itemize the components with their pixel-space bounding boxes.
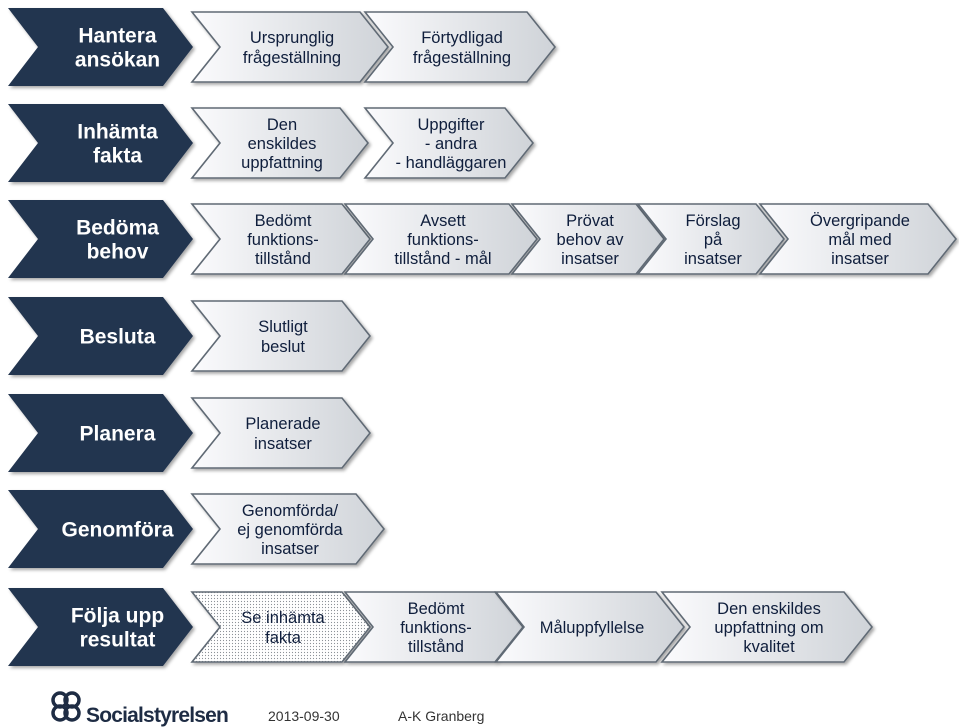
item-arrow-3-5 [758, 203, 958, 275]
step-arrow-1 [8, 8, 193, 86]
footer-author: A-K Granberg [398, 708, 485, 724]
item-label-3-2-line-1: funktions- [407, 231, 479, 249]
process-row-3: BedömabehovBedömtfunktions-tillståndAvse… [8, 200, 958, 278]
item-label-3-5-line-0: Övergripande [810, 212, 910, 230]
step-label-6-line-0: Genomföra [61, 519, 173, 542]
step-label-2-line-1: fakta [93, 145, 142, 168]
item-label-4-1-line-1: beslut [261, 338, 305, 356]
step-label-2-line-0: Inhämta [77, 121, 158, 144]
item-label-4-1-line-0: Slutligt [258, 318, 308, 336]
logo-text: Socialstyrelsen [86, 704, 229, 727]
item-arrow-2-2 [363, 107, 535, 179]
item-label-2-1-line-1: enskildes [248, 135, 317, 153]
step-arrow-4 [8, 297, 193, 375]
item-arrow-3-1 [190, 203, 372, 275]
item-label-3-4-line-1: på [704, 231, 723, 249]
item-label-3-2-line-2: tillstånd - mål [394, 250, 491, 268]
socialstyrelsen-logo [51, 691, 81, 722]
process-rows: HanteraansökanUrsprungligfrågeställningF… [8, 8, 958, 666]
item-label-3-3-line-0: Prövat [566, 212, 614, 230]
step-arrow-6 [8, 490, 193, 568]
step-label-1-line-0: Hantera [78, 25, 157, 48]
step-label-7-line-0: Följa upp [71, 605, 164, 628]
item-label-7-4-line-0: Den enskildes [717, 600, 821, 618]
item-label-7-2-line-1: funktions- [400, 619, 472, 637]
step-arrow-3 [8, 200, 193, 278]
item-label-3-1-line-1: funktions- [247, 231, 319, 249]
item-arrow-6-1 [190, 493, 386, 565]
item-label-2-2-line-2: - handläggaren [395, 154, 506, 172]
item-label-3-4-line-0: Förslag [685, 212, 740, 230]
step-label-3-line-1: behov [87, 241, 149, 264]
item-label-1-1-line-0: Ursprunglig [250, 29, 334, 47]
item-label-3-2-line-0: Avsett [420, 212, 466, 230]
item-label-3-1-line-0: Bedömt [255, 212, 312, 230]
step-label-7-line-1: resultat [80, 629, 156, 652]
item-label-2-1-line-0: Den [267, 116, 297, 134]
item-label-1-1-line-1: frågeställning [243, 49, 341, 67]
step-arrow-7 [8, 588, 193, 666]
step-label-1-line-1: ansökan [75, 49, 160, 72]
item-arrow-5-1 [190, 397, 372, 469]
item-label-7-4-line-2: kvalitet [743, 638, 795, 656]
item-label-3-1-line-2: tillstånd [255, 250, 311, 268]
step-label-4-line-0: Besluta [80, 326, 156, 349]
item-arrow-7-4 [660, 591, 874, 663]
item-label-1-2-line-1: frågeställning [413, 49, 511, 67]
item-label-7-4-line-1: uppfattning om [714, 619, 823, 637]
step-label-5-line-0: Planera [80, 423, 156, 446]
item-arrow-2-1 [190, 107, 370, 179]
item-label-5-1-line-0: Planerade [245, 415, 320, 433]
item-label-3-3-line-2: insatser [561, 250, 619, 268]
item-label-3-3-line-1: behov av [557, 231, 625, 249]
item-arrow-3-3 [510, 203, 666, 275]
item-label-2-2-line-0: Uppgifter [418, 116, 485, 134]
step-label-3-line-0: Bedöma [76, 217, 159, 240]
item-arrow-4-1 [190, 300, 372, 372]
item-arrow-1-1 [190, 11, 390, 83]
item-label-2-1-line-2: uppfattning [241, 154, 323, 172]
item-arrow-3-4 [636, 203, 786, 275]
item-label-2-2-line-1: - andra [425, 135, 478, 153]
item-label-6-1-line-2: insatser [261, 540, 319, 558]
footer-date: 2013-09-30 [268, 708, 340, 724]
item-label-7-3-line-0: Måluppfyllelse [540, 619, 645, 637]
item-label-3-5-line-1: mål med [828, 231, 891, 249]
item-label-7-1-line-0: Se inhämta [241, 609, 325, 627]
step-arrow-5 [8, 394, 193, 472]
item-label-6-1-line-0: Genomförda/ [242, 502, 339, 520]
item-arrow-3-2 [343, 203, 539, 275]
process-row-6: Genomföra Genomförda/ej genomfördainsatse… [8, 490, 386, 568]
item-arrow-7-1 [190, 591, 372, 663]
item-arrow-1-2 [363, 11, 557, 83]
item-label-7-1-line-1: fakta [265, 629, 302, 647]
item-label-3-4-line-2: insatser [684, 250, 742, 268]
item-arrow-7-3 [494, 591, 686, 663]
item-label-1-2-line-0: Förtydligad [421, 29, 503, 47]
item-label-6-1-line-1: ej genomförda [237, 521, 343, 539]
item-label-7-2-line-2: tillstånd [408, 638, 464, 656]
step-arrow-2 [8, 104, 193, 182]
item-label-3-5-line-2: insatser [831, 250, 889, 268]
process-row-5: Planera Planerade insatser [8, 394, 372, 472]
process-row-4: Besluta Slutligt beslut [8, 297, 372, 375]
item-label-5-1-line-1: insatser [254, 435, 312, 453]
item-label-7-2-line-0: Bedömt [408, 600, 465, 618]
